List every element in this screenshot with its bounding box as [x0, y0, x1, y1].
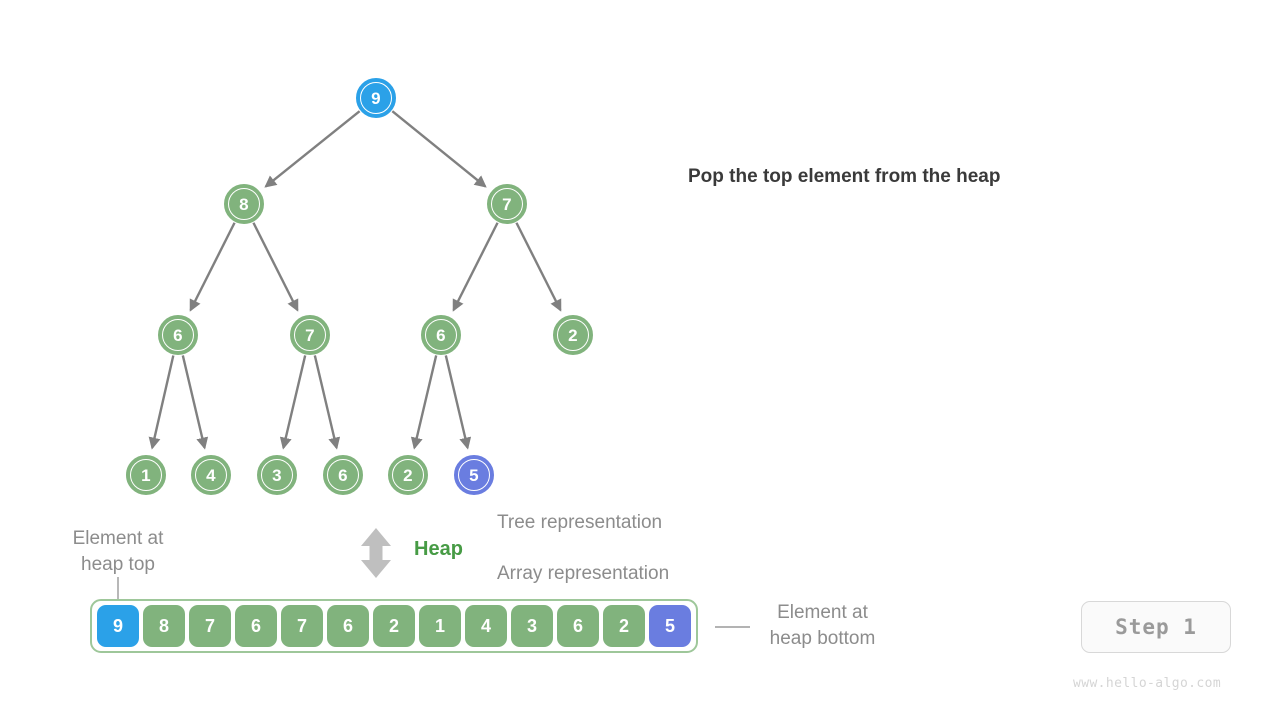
tree-node[interactable]: 9: [356, 78, 396, 118]
tree-node[interactable]: 2: [388, 455, 428, 495]
element-at-heap-bottom-annotation: Element at heap bottom: [750, 600, 895, 652]
tree-node-value: 5: [469, 465, 479, 485]
tree-edge: [279, 355, 307, 450]
array-cell[interactable]: 6: [327, 605, 369, 647]
array-cell[interactable]: 4: [465, 605, 507, 647]
array-cell[interactable]: 6: [235, 605, 277, 647]
tree-node[interactable]: 3: [257, 455, 297, 495]
heap-bottom-annot-line1: Element at: [777, 602, 868, 623]
tree-edge: [452, 222, 499, 312]
tree-node[interactable]: 2: [553, 315, 593, 355]
tree-node[interactable]: 7: [290, 315, 330, 355]
array-cell[interactable]: 7: [189, 605, 231, 647]
tree-node[interactable]: 8: [224, 184, 264, 224]
array-cell[interactable]: 2: [603, 605, 645, 647]
heap-label: Heap: [414, 538, 463, 560]
tree-edge: [189, 222, 236, 312]
tree-edge: [410, 355, 438, 450]
tree-node[interactable]: 1: [126, 455, 166, 495]
double-arrow-vertical-icon: [361, 528, 391, 578]
tree-edge: [391, 110, 487, 188]
tree-node-value: 3: [272, 465, 282, 485]
tree-node-value: 6: [173, 325, 183, 345]
tree-node[interactable]: 7: [487, 184, 527, 224]
tree-node-value: 2: [403, 465, 413, 485]
tree-node[interactable]: 4: [191, 455, 231, 495]
tree-node[interactable]: 5: [454, 455, 494, 495]
tree-node[interactable]: 6: [323, 455, 363, 495]
element-at-heap-top-annotation: Element at heap top: [60, 526, 176, 578]
array-cell[interactable]: 7: [281, 605, 323, 647]
heap-bottom-annot-line2: heap bottom: [769, 628, 876, 650]
tree-representation-label: Tree representation: [497, 512, 663, 533]
heap-top-annot-line2: heap top: [81, 554, 155, 576]
tree-node-value: 6: [338, 465, 348, 485]
tree-edge: [313, 355, 341, 450]
tree-edge: [515, 222, 562, 312]
tree-node-value: 4: [206, 465, 216, 485]
tree-edge: [252, 222, 299, 312]
tree-node-value: 7: [502, 194, 512, 214]
page-title: Pop the top element from the heap: [688, 166, 1001, 187]
array-cell[interactable]: 2: [373, 605, 415, 647]
tree-node-value: 2: [568, 325, 578, 345]
tree-node-value: 8: [239, 194, 249, 214]
tree-node-value: 1: [141, 465, 151, 485]
array-cell[interactable]: 9: [97, 605, 139, 647]
tree-node[interactable]: 6: [158, 315, 198, 355]
step-badge: Step 1: [1081, 601, 1231, 653]
tree-edge: [444, 355, 472, 450]
array-cell[interactable]: 6: [557, 605, 599, 647]
array-cell[interactable]: 1: [419, 605, 461, 647]
tree-node-value: 6: [436, 325, 446, 345]
tree-edge: [181, 355, 209, 450]
tree-node-value: 9: [371, 88, 381, 108]
array-cell[interactable]: 3: [511, 605, 553, 647]
tree-edge: [148, 355, 175, 450]
array-cell[interactable]: 5: [649, 605, 691, 647]
heap-top-annot-line1: Element at: [72, 528, 164, 549]
array-representation-label: Array representation: [497, 563, 670, 584]
tree-node[interactable]: 6: [421, 315, 461, 355]
watermark: www.hello-algo.com: [1073, 676, 1222, 691]
array-cell[interactable]: 8: [143, 605, 185, 647]
tree-edge: [264, 110, 361, 188]
tree-node-value: 7: [305, 325, 315, 345]
